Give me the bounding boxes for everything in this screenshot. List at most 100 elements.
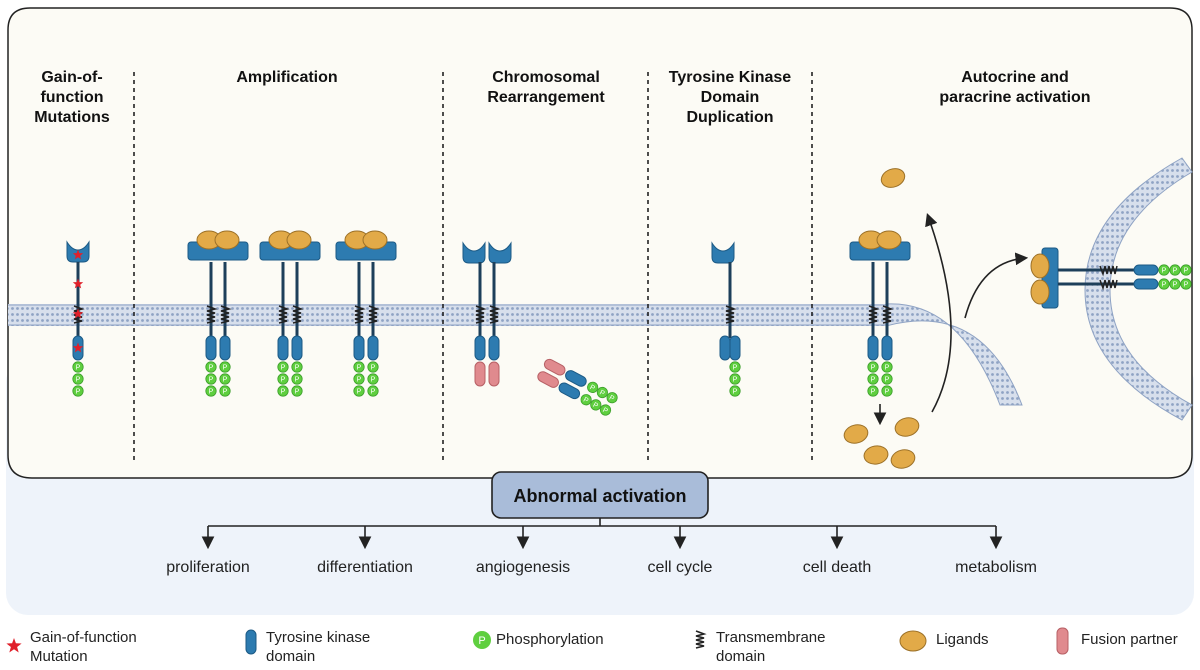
panel-title-line: Tyrosine Kinase [669,69,792,86]
phosphorylation-label: P [592,402,600,411]
phosphorylation-label: P [295,365,300,372]
extracellular-domain [462,241,486,264]
transmembrane-domain [1099,279,1118,291]
phosphorylation-site [205,385,217,397]
top-panel-bg [7,7,1193,479]
fusion-partner [488,361,500,387]
fusion-partner [537,371,559,388]
outcome-label: proliferation [166,559,250,576]
extracellular-domain [711,241,735,264]
kinase-domain [558,382,581,400]
phosphorylation-label: P [223,365,228,372]
autocrine-arrow [925,212,952,413]
phosphorylation-label: P [871,389,876,396]
phosphorylation-site [367,361,379,373]
phosphorylation-site [729,385,741,397]
phosphorylation-site [881,361,893,373]
panel-title-line: Mutations [34,109,110,126]
outcome-label: metabolism [955,559,1037,576]
transmembrane-domain [489,305,501,324]
phosphorylation-site [580,394,592,406]
star-icon [6,638,22,653]
transmembrane-domain [220,305,232,324]
phosphorylation-label: P [1173,282,1178,289]
phosphorylation-label: P [295,377,300,384]
ligand [362,230,388,250]
outcome-tree [208,518,996,527]
phosphorylation-site [1180,278,1192,290]
phosphorylation-site [881,373,893,385]
transmembrane-domain [73,305,85,324]
phosphorylation-label: P [281,389,286,396]
phosphorylation-site [599,404,612,416]
phosphorylation-label: P [733,365,738,372]
phosphorylation-label: P [281,377,286,384]
phosphorylation-site [205,361,217,373]
phosphorylation-site [72,373,84,385]
panel-title-line: function [40,89,103,106]
phosphorylation-site [867,373,879,385]
phosphorylation-label: P [295,389,300,396]
duplicated-kinase-receptor: PPP [711,241,741,397]
kinase-domain [867,335,879,361]
phosphorylation-label: P [871,365,876,372]
phosphorylation-site [1180,264,1192,276]
mutation-star [72,308,84,319]
outcomes-layer: proliferation differentiation angiogenesis… [166,526,1037,576]
phosphorylation-label: P [76,377,81,384]
phosphorylation-site [1158,264,1170,276]
outcome-label: cell death [803,559,872,576]
phosphorylation-site [729,373,741,385]
kinase-domain [881,335,893,361]
phosphorylation-label: P [588,384,596,393]
phosphorylation-label: P [357,365,362,372]
neighbor-cell-membrane [1084,157,1193,421]
transmembrane-domain [206,305,218,324]
central-box: Abnormal activation [491,471,709,519]
phosphorylation-label: P [608,394,616,403]
legend-item: Ligands [899,630,989,652]
phosphorylation-site [596,386,608,399]
ligand [1030,253,1050,279]
phosphorylation-label: P [601,407,609,416]
ligand-icon [899,630,927,652]
kinase-domain [277,335,289,361]
panel-title-line: paracrine activation [939,89,1090,106]
ligand [894,417,920,437]
panel-separators [133,72,813,462]
phosphorylation-label: P [371,377,376,384]
phosphorylation-site [1169,264,1181,276]
rearranged-receptor [462,241,512,387]
outcome-label: angiogenesis [476,559,570,576]
transmembrane-domain [292,305,304,324]
phosphorylation-label: P [1184,268,1189,275]
fusion-partner-icon [1056,627,1069,655]
phosphorylation-site [881,385,893,397]
phosphorylation-label: P [371,365,376,372]
kinase-domain [1133,278,1159,290]
kinase-domain [565,370,587,387]
phosphorylation-site [729,361,741,373]
phosphorylation-label: P [1173,268,1178,275]
ligand [880,168,906,188]
outcome-label: differentiation [317,559,413,576]
fusion-partner [543,358,566,376]
panel-title-line: Rearrangement [487,89,605,106]
panel-title-line: Amplification [236,69,337,86]
phosphorylation-site [606,392,618,404]
legend-item: Fusion partner [1056,627,1178,655]
kinase-domain [488,335,500,361]
phosphorylation-site [219,361,231,373]
phosphorylation-label: P [885,389,890,396]
phosphorylation-label: P [885,377,890,384]
